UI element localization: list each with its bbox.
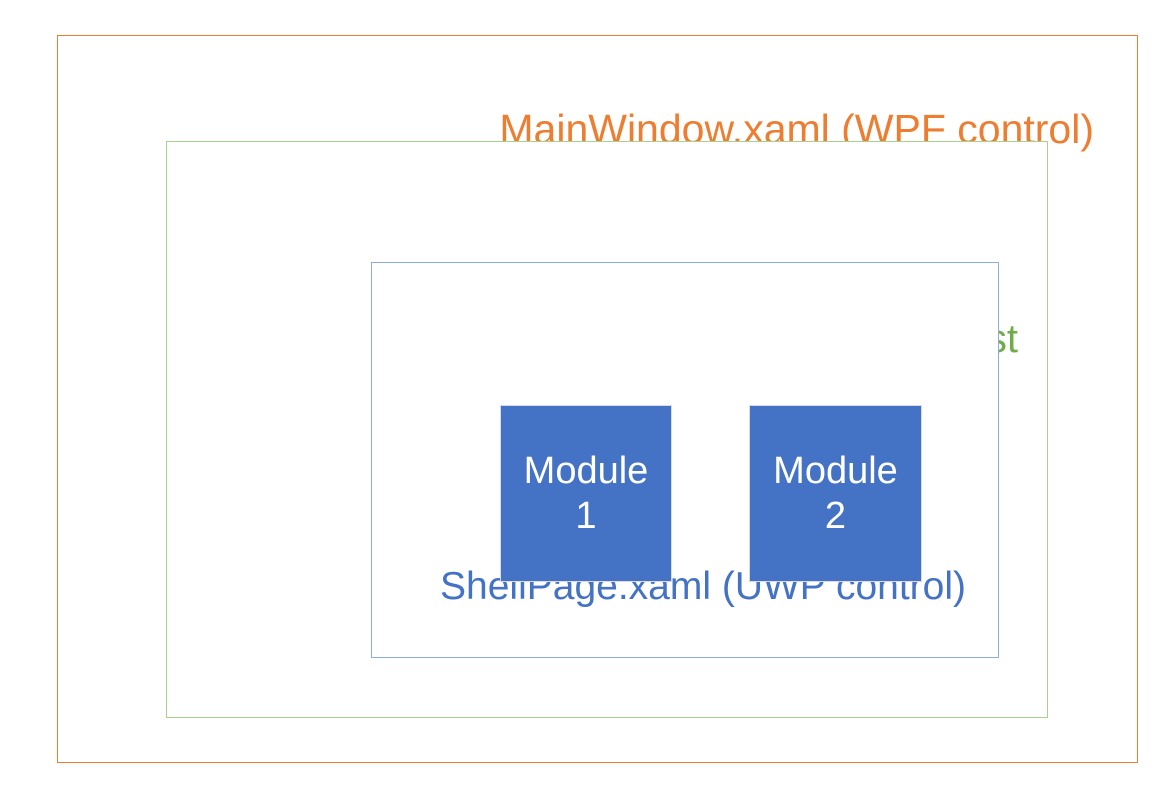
- module-box-2-line1: Module: [773, 449, 898, 492]
- container-shellpage: ShellPage.xaml (UWP control): [371, 262, 999, 658]
- module-box-1-line1: Module: [523, 449, 649, 492]
- module-box-1-line2: 1: [575, 494, 597, 537]
- module-box-1-label: Module 1: [520, 449, 653, 539]
- module-box-1: Module 1: [500, 405, 672, 582]
- module-box-2-label: Module 2: [769, 449, 902, 539]
- module-box-2: Module 2: [749, 405, 922, 582]
- module-box-2-line2: 2: [824, 494, 847, 537]
